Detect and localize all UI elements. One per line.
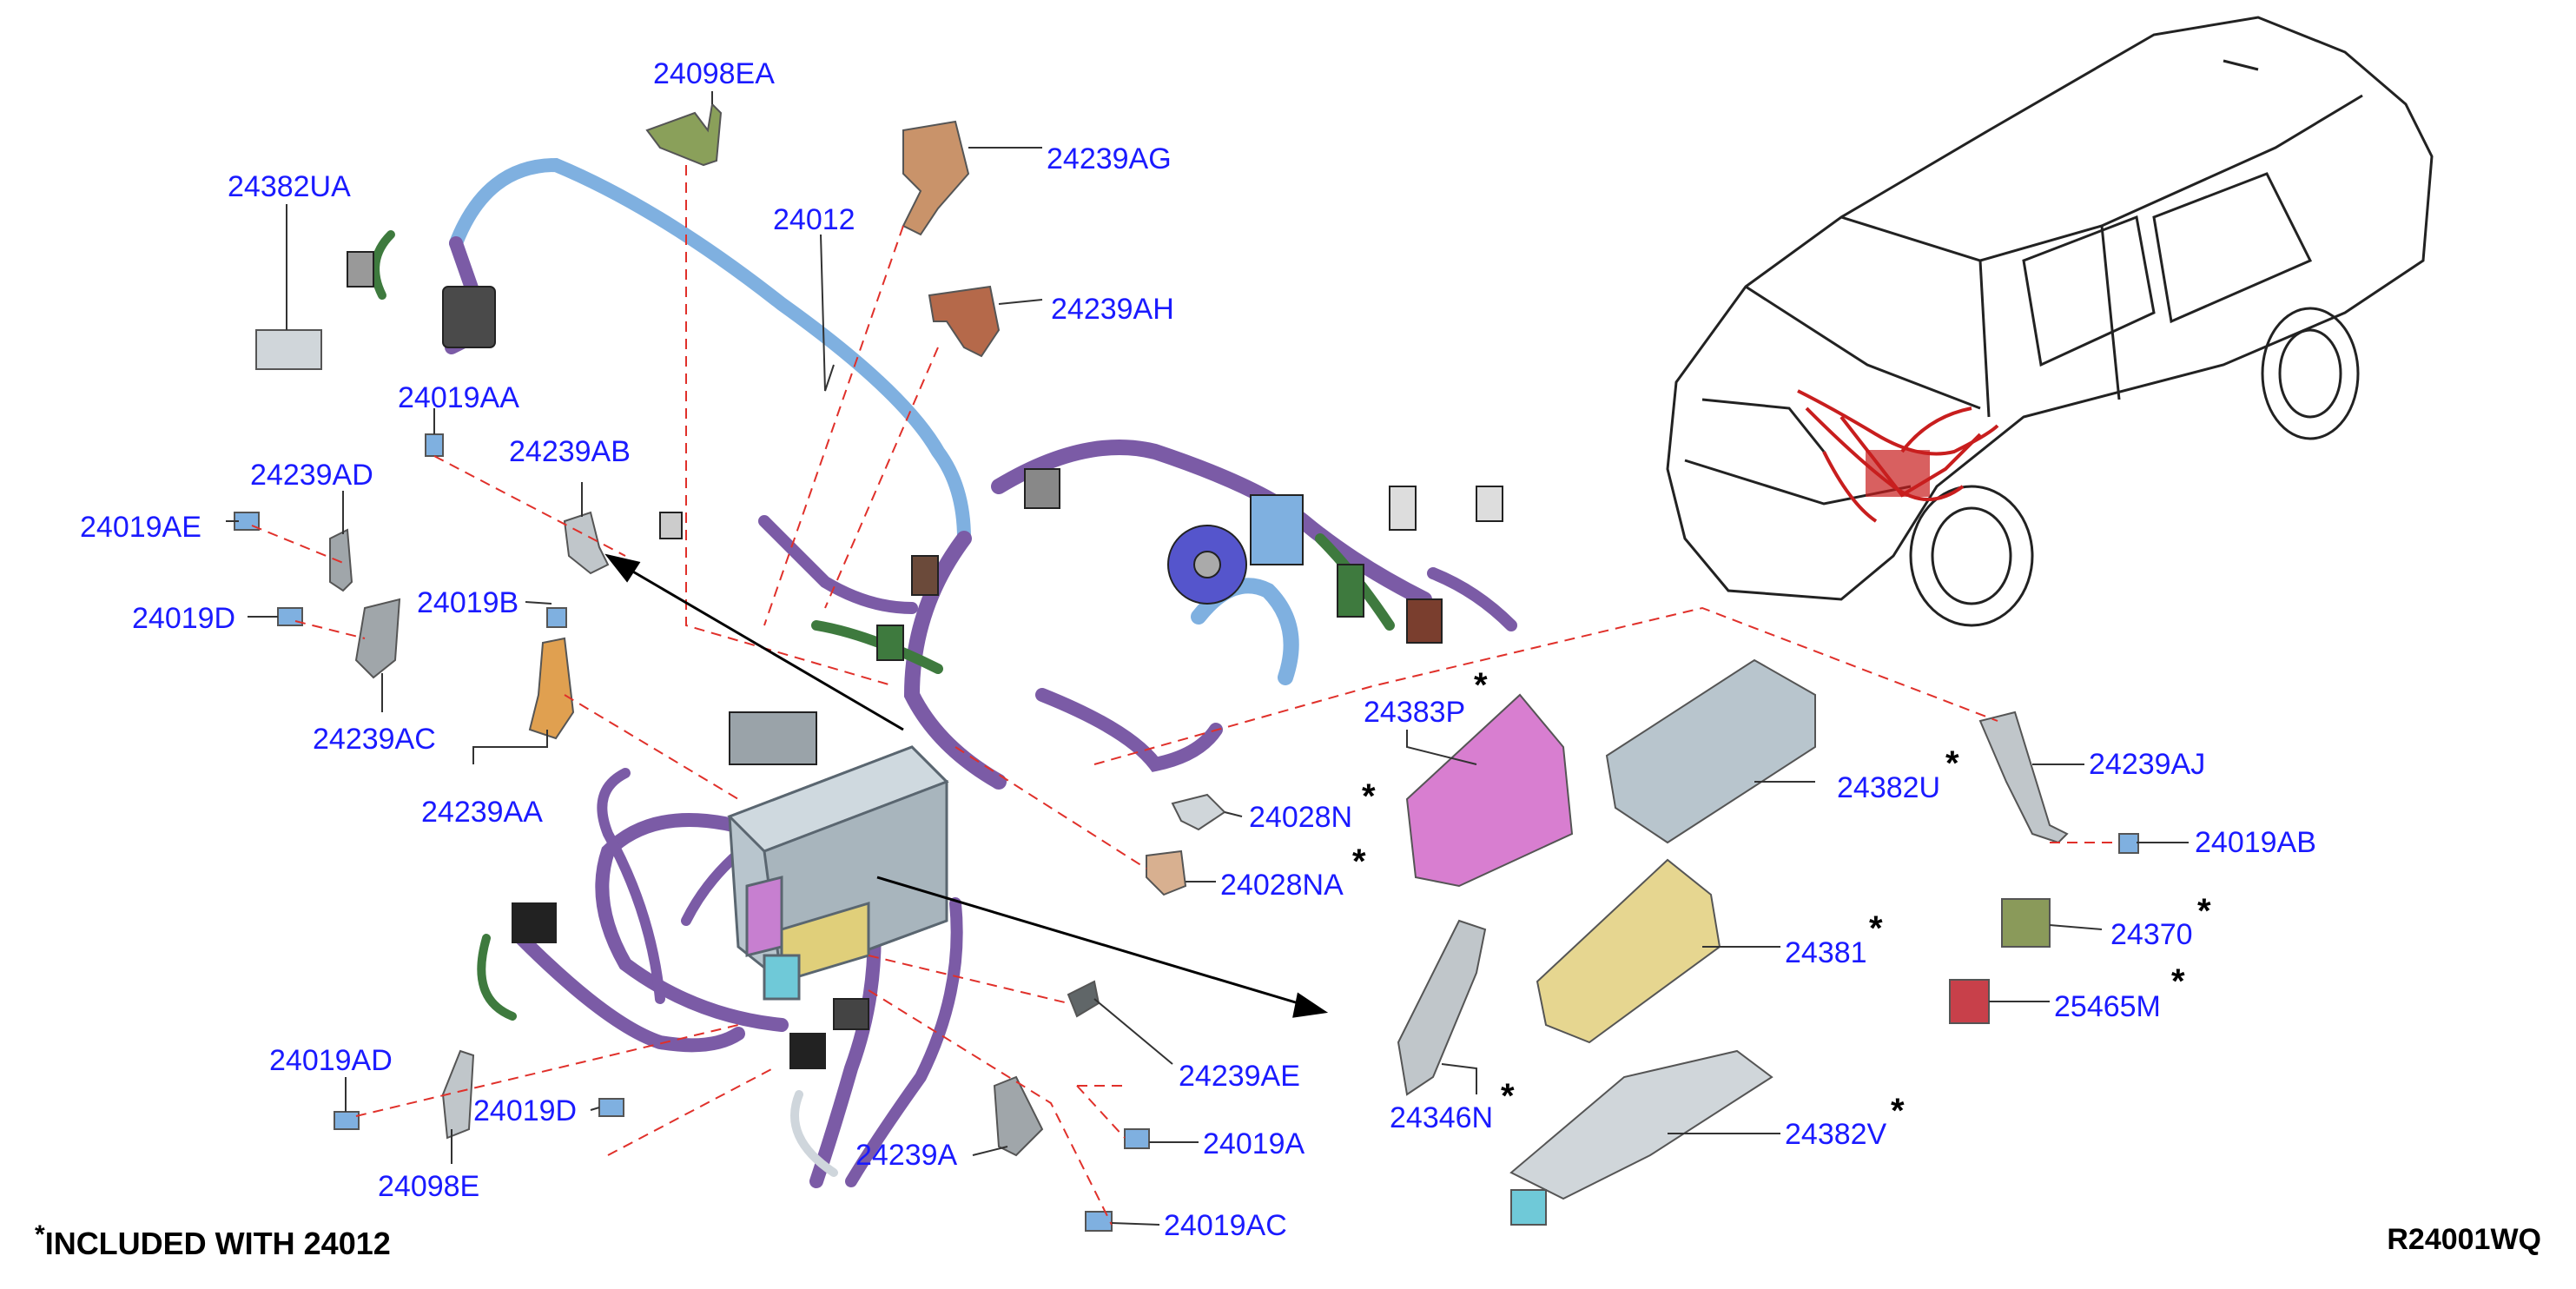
footnote-text: INCLUDED WITH 24012 [44,1226,391,1261]
part-label-24019AE: 24019AE [80,511,201,544]
main-harness-assembly [371,157,1517,1188]
label-leader-lines [226,91,2189,1226]
asterisk-24028NA: * [1352,843,1366,881]
part-label-24382V: 24382V [1785,1118,1887,1151]
part-label-24019AC: 24019AC [1164,1209,1287,1242]
part-label-24019A: 24019A [1203,1127,1305,1160]
part-label-24019B: 24019B [417,586,519,619]
footnote: *INCLUDED WITH 24012 [35,1220,391,1262]
part-label-24382UA: 24382UA [228,170,351,203]
footnote-symbol: * [35,1220,45,1249]
part-label-24381: 24381 [1785,936,1867,969]
part-label-24239AB: 24239AB [509,435,631,468]
harness-fuse-box [727,745,949,1001]
diagram-code: R24001WQ [2387,1223,2541,1256]
part-label-24012: 24012 [773,203,855,236]
part-label-24019D-upper: 24019D [132,602,235,635]
asterisk-24381: * [1869,909,1883,948]
part-label-24019D-lower: 24019D [473,1094,577,1127]
asterisk-24028N: * [1362,777,1376,816]
part-label-24098EA: 24098EA [653,57,775,90]
assembly-dashed-lines [251,165,2119,1226]
part-label-24239AE: 24239AE [1179,1060,1300,1093]
direction-arrows [604,553,1329,1018]
part-label-24019AD: 24019AD [269,1044,393,1077]
part-labels: 24098EA 24239AG 24382UA 24012 24239AH 24… [80,57,2316,1242]
asterisk-24370: * [2197,892,2211,930]
part-label-24239AC: 24239AC [313,723,436,756]
asterisk-24383P: * [1474,666,1488,704]
part-label-25465M: 25465M [2054,990,2161,1023]
part-label-24382U: 24382U [1837,771,1940,804]
part-label-24383P: 24383P [1364,696,1465,729]
asterisk-24382U: * [1945,744,1959,783]
part-label-24239AD: 24239AD [250,459,373,492]
part-label-24019AA: 24019AA [398,381,519,414]
asterisk-24346N: * [1501,1077,1515,1115]
part-label-24019AB: 24019AB [2195,826,2316,859]
part-label-24346N: 24346N [1390,1101,1493,1134]
part-label-24239AA: 24239AA [421,796,543,829]
asterisk-25465M: * [2171,962,2185,1001]
part-label-24028N: 24028N [1249,801,1352,834]
part-label-24239AJ: 24239AJ [2089,748,2205,781]
vehicle-locator-illustration [1666,16,2434,627]
asterisk-24382V: * [1891,1092,1905,1130]
part-label-24370: 24370 [2110,918,2193,951]
part-label-24028NA: 24028NA [1220,869,1344,902]
part-label-24239A: 24239A [855,1139,958,1172]
harness-connectors [347,251,1503,1069]
engine-harness-highlight [1797,389,1999,523]
part-label-24239AG: 24239AG [1047,142,1172,175]
part-label-24239AH: 24239AH [1051,293,1174,326]
part-label-24098E: 24098E [378,1170,479,1203]
